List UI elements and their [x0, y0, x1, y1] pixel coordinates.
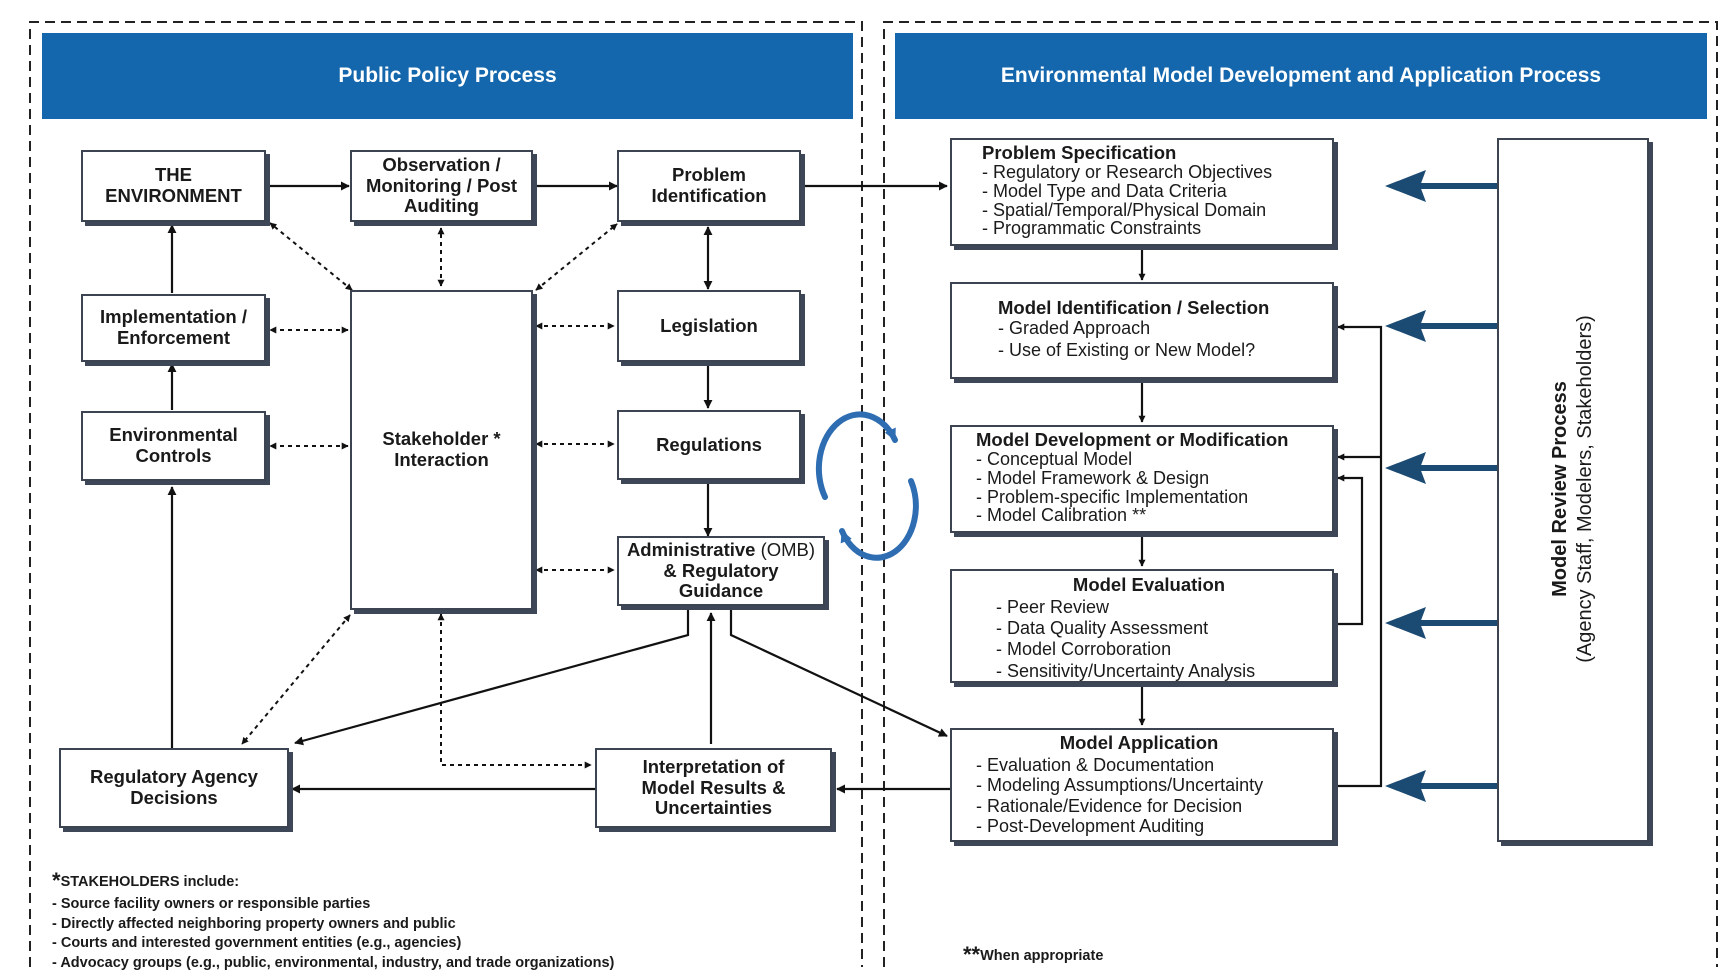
list-item: Rationale/Evidence for Decision [976, 796, 1324, 816]
administrative-box: Administrative (OMB) & Regulatory Guidan… [617, 536, 825, 606]
list-item: Model Corroboration [996, 639, 1324, 660]
model-identification-list: Graded Approach Use of Existing or New M… [998, 318, 1324, 361]
list-item: Regulatory or Research Objectives [982, 163, 1324, 182]
dashed-stakeholder-problem [535, 223, 618, 291]
public-policy-header: Public Policy Process [42, 33, 853, 119]
review-arrow-dev [1385, 452, 1497, 484]
implementation-box: Implementation / Enforcement [81, 294, 266, 362]
environment-label: THE ENVIRONMENT [105, 164, 242, 206]
model-identification-box: Model Identification / Selection Graded … [950, 282, 1334, 379]
stakeholder-item: - Source facility owners or responsible … [52, 896, 371, 913]
regulatory-decisions-label: Regulatory Agency Decisions [90, 766, 258, 808]
list-item: Model Framework & Design [976, 469, 1324, 488]
regulations-label: Regulations [656, 433, 762, 455]
list-item: Spatial/Temporal/Physical Domain [982, 200, 1324, 220]
dashed-stakeholder-decisions [241, 614, 351, 745]
list-item: Sensitivity/Uncertainty Analysis [996, 661, 1324, 682]
problem-specification-list: Regulatory or Research Objectives Model … [982, 163, 1324, 238]
regulatory-decisions-box: Regulatory Agency Decisions [59, 748, 289, 828]
arrow-administrative-to-application [729, 608, 948, 737]
asterisk-marker: * [52, 868, 61, 893]
review-arrow-eval [1385, 607, 1497, 639]
environmental-controls-box: Environmental Controls [81, 411, 266, 481]
list-item: Problem-specific Implementation [976, 487, 1324, 507]
observation-label: Observation / Monitoring / Post Auditing [365, 153, 518, 217]
problem-identification-box: Problem Identification [617, 150, 801, 222]
dashed-stakeholder-environment [269, 222, 353, 291]
list-item: Data Quality Assessment [996, 618, 1324, 639]
list-item: Model Type and Data Criteria [982, 182, 1324, 201]
implementation-label: Implementation / Enforcement [100, 306, 247, 348]
problem-identification-label: Problem Identification [651, 164, 767, 206]
dashed-stakeholder-interpretation [437, 613, 592, 769]
model-development-title: Model Development or Modification [976, 429, 1289, 450]
model-process-header: Environmental Model Development and Appl… [895, 33, 1707, 119]
administrative-line2: & Regulatory Guidance [663, 559, 779, 602]
stakeholder-item: - Advocacy groups (e.g., public, environ… [52, 954, 615, 971]
problem-specification-title: Problem Specification [982, 142, 1177, 163]
interpretation-label: Interpretation of Model Results & Uncert… [641, 755, 786, 819]
interpretation-box: Interpretation of Model Results & Uncert… [595, 748, 832, 828]
model-development-box: Model Development or Modification Concep… [950, 425, 1334, 533]
model-review-title: Model Review Process [1549, 381, 1571, 597]
review-arrow-id [1385, 310, 1497, 342]
list-item: Evaluation & Documentation [976, 755, 1324, 775]
model-review-subtitle: (Agency Staff, Modelers, Stakeholders) [1574, 315, 1596, 663]
model-development-list: Conceptual Model Model Framework & Desig… [976, 450, 1324, 525]
legislation-box: Legislation [617, 290, 801, 362]
feedback-app-to-id [1336, 323, 1383, 788]
list-item: Modeling Assumptions/Uncertainty [976, 775, 1324, 795]
list-item: Model Calibration ** [976, 506, 1324, 525]
model-evaluation-title: Model Evaluation [1072, 574, 1226, 595]
right-panel-frame [883, 21, 1718, 967]
left-panel-frame [29, 21, 863, 967]
list-item: Post-Development Auditing [976, 816, 1324, 836]
list-item: Use of Existing or New Model? [998, 340, 1324, 362]
cycle-icon [815, 411, 919, 561]
model-application-list: Evaluation & Documentation Modeling Assu… [976, 755, 1324, 836]
administrative-line1: Administrative (OMB) [625, 538, 817, 561]
stakeholders-note: *STAKEHOLDERS include: - Source facility… [52, 866, 812, 971]
appropriate-note-text: When appropriate [980, 948, 1104, 964]
model-evaluation-list: Peer Review Data Quality Assessment Mode… [996, 597, 1324, 682]
legislation-label: Legislation [660, 314, 758, 336]
model-review-box: Model Review Process (Agency Staff, Mode… [1497, 138, 1649, 842]
list-item: Conceptual Model [976, 450, 1324, 469]
list-item: Graded Approach [998, 318, 1324, 340]
environment-box: THE ENVIRONMENT [81, 150, 266, 222]
stakeholders-heading: *STAKEHOLDERS include: [52, 866, 812, 895]
double-asterisk-marker: ** [963, 942, 981, 967]
environmental-controls-label: Environmental Controls [109, 424, 238, 466]
list-item: Programmatic Constraints [982, 219, 1324, 238]
model-identification-title: Model Identification / Selection [998, 297, 1270, 318]
review-arrows [1385, 170, 1497, 802]
appropriate-note: **When appropriate [963, 940, 1263, 969]
administrative-bold: Administrative [626, 538, 756, 560]
review-arrow-app [1385, 770, 1497, 802]
stakeholder-item: - Directly affected neighboring property… [52, 915, 456, 932]
model-application-title: Model Application [1059, 732, 1219, 753]
feedback-eval-to-dev [1336, 474, 1364, 626]
regulations-box: Regulations [617, 410, 801, 480]
model-evaluation-box: Model Evaluation Peer Review Data Qualit… [950, 569, 1334, 683]
review-arrow-spec [1385, 170, 1497, 202]
stakeholders-heading-text: STAKEHOLDERS include: [60, 874, 240, 890]
arrow-administrative-to-decisions [294, 608, 690, 746]
model-review-text: Model Review Process (Agency Staff, Mode… [1548, 189, 1598, 789]
problem-specification-box: Problem Specification Regulatory or Rese… [950, 138, 1334, 246]
stakeholder-box: Stakeholder * Interaction [350, 290, 533, 610]
model-application-box: Model Application Evaluation & Documenta… [950, 728, 1334, 842]
stakeholder-label: Stakeholder * Interaction [382, 428, 501, 470]
stakeholder-item: - Courts and interested government entit… [52, 935, 462, 952]
administrative-omb: (OMB) [755, 538, 816, 560]
list-item: Peer Review [996, 597, 1324, 618]
observation-box: Observation / Monitoring / Post Auditing [350, 150, 533, 222]
